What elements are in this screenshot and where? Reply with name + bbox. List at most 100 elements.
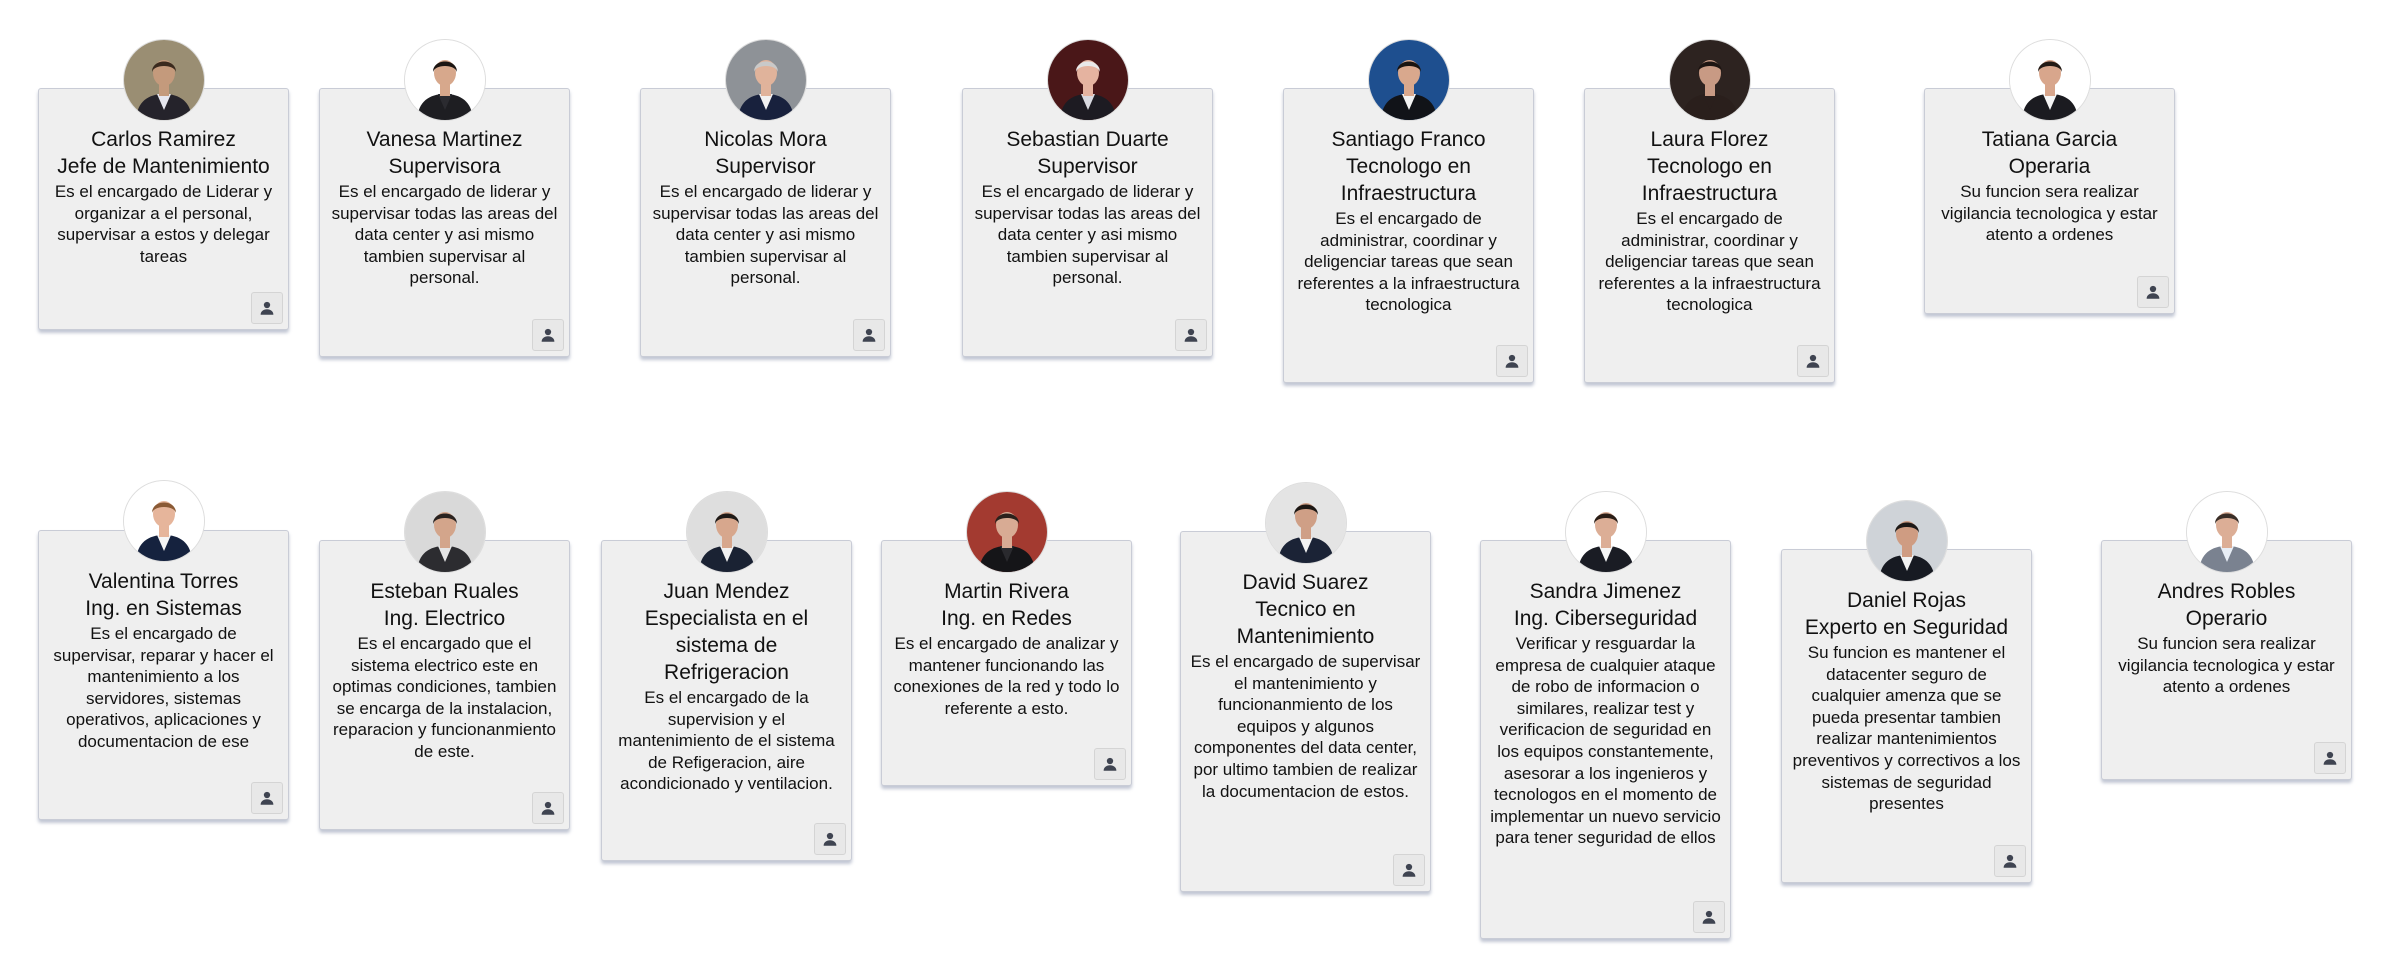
- employee-description: Es el encargado de la supervision y el m…: [618, 688, 835, 794]
- person-icon: [541, 328, 555, 342]
- person-icon: [1806, 354, 1820, 368]
- employee-name: Valentina Torres: [88, 570, 239, 593]
- person-button[interactable]: [2137, 276, 2169, 308]
- portrait-photo: [1369, 40, 1449, 120]
- portrait-photo: [124, 481, 204, 561]
- employee-role: Experto en Seguridad: [1804, 616, 2009, 639]
- portrait-photo: [967, 492, 1047, 572]
- person-button[interactable]: [1693, 901, 1725, 933]
- card-andres-robles[interactable]: Andres Robles Operario Su funcion sera r…: [2101, 540, 2352, 780]
- avatar-juan-mendez: [687, 492, 767, 572]
- employee-description: Su funcion sera realizar vigilancia tecn…: [2118, 634, 2335, 697]
- avatar-daniel-rojas: [1867, 501, 1947, 581]
- person-button[interactable]: [1094, 748, 1126, 780]
- employee-name: Nicolas Mora: [704, 128, 827, 151]
- employee-name: Carlos Ramirez: [91, 128, 236, 151]
- portrait-photo: [2010, 40, 2090, 120]
- employee-description: Es el encargado de liderar y supervisar …: [331, 182, 558, 288]
- employee-name: Tatiana Garcia: [1981, 128, 2118, 151]
- person-button[interactable]: [814, 823, 846, 855]
- employee-name: Sandra Jimenez: [1529, 580, 1682, 603]
- employee-description: Es el encargado de liderar y supervisar …: [974, 182, 1201, 288]
- employee-description: Es el encargado que el sistema electrico…: [332, 634, 557, 761]
- employee-role: Jefe de Mantenimiento: [57, 155, 270, 178]
- employee-role: Operaria: [2008, 155, 2091, 178]
- person-button[interactable]: [532, 319, 564, 351]
- avatar-nicolas-mora: [726, 40, 806, 120]
- card-esteban-ruales[interactable]: Esteban Ruales Ing. Electrico Es el enca…: [319, 540, 570, 830]
- employee-role: Ing. Electrico: [383, 607, 506, 630]
- employee-role: Supervisora: [388, 155, 501, 178]
- avatar-sandra-jimenez: [1566, 492, 1646, 572]
- employee-description: Es el encargado de administrar, coordina…: [1297, 209, 1520, 315]
- card-sebastian-duarte[interactable]: Sebastian Duarte Supervisor Es el encarg…: [962, 88, 1213, 357]
- employee-name: David Suarez: [1242, 571, 1369, 594]
- person-icon: [260, 791, 274, 805]
- card-nicolas-mora[interactable]: Nicolas Mora Supervisor Es el encargado …: [640, 88, 891, 357]
- portrait-photo: [1266, 483, 1346, 563]
- person-icon: [1702, 910, 1716, 924]
- employee-name: Sebastian Duarte: [1006, 128, 1169, 151]
- person-button[interactable]: [251, 292, 283, 324]
- employee-role: Supervisor: [715, 155, 816, 178]
- avatar-david-suarez: [1266, 483, 1346, 563]
- person-button[interactable]: [2314, 742, 2346, 774]
- card-tatiana-garcia[interactable]: Tatiana Garcia Operaria Su funcion sera …: [1924, 88, 2175, 314]
- person-icon: [1505, 354, 1519, 368]
- employee-description: Es el encargado de supervisar el manteni…: [1190, 652, 1421, 801]
- card-valentina-torres[interactable]: Valentina Torres Ing. en Sistemas Es el …: [38, 530, 289, 820]
- employee-role: Tecnologo en Infraestructura: [1340, 155, 1477, 205]
- person-button[interactable]: [1797, 345, 1829, 377]
- avatar-esteban-ruales: [405, 492, 485, 572]
- avatar-valentina-torres: [124, 481, 204, 561]
- employee-description: Es el encargado de administrar, coordina…: [1598, 209, 1821, 315]
- card-daniel-rojas[interactable]: Daniel Rojas Experto en Seguridad Su fun…: [1781, 549, 2032, 883]
- employee-name: Esteban Ruales: [370, 580, 519, 603]
- person-icon: [862, 328, 876, 342]
- employee-name: Martin Rivera: [944, 580, 1069, 603]
- employee-description: Verificar y resguardar la empresa de cua…: [1490, 634, 1721, 848]
- employee-role: Ing. en Redes: [941, 607, 1072, 630]
- person-icon: [2003, 854, 2017, 868]
- employee-role: Operario: [2185, 607, 2268, 630]
- person-button[interactable]: [853, 319, 885, 351]
- employee-description: Su funcion es mantener el datacenter seg…: [1792, 643, 2021, 814]
- employee-name: Santiago Franco: [1331, 128, 1486, 151]
- portrait-photo: [405, 40, 485, 120]
- person-icon: [1103, 757, 1117, 771]
- avatar-andres-robles: [2187, 492, 2267, 572]
- person-button[interactable]: [251, 782, 283, 814]
- portrait-photo: [726, 40, 806, 120]
- person-icon: [2146, 285, 2160, 299]
- person-button[interactable]: [1175, 319, 1207, 351]
- card-carlos-ramirez[interactable]: Carlos Ramirez Jefe de Mantenimiento Es …: [38, 88, 289, 330]
- avatar-martin-rivera: [967, 492, 1047, 572]
- portrait-photo: [1566, 492, 1646, 572]
- card-david-suarez[interactable]: David Suarez Tecnico en Mantenimiento Es…: [1180, 531, 1431, 892]
- person-button[interactable]: [1496, 345, 1528, 377]
- portrait-photo: [405, 492, 485, 572]
- portrait-photo: [1670, 40, 1750, 120]
- employee-role: Ing. Ciberseguridad: [1513, 607, 1698, 630]
- card-vanesa-martinez[interactable]: Vanesa Martinez Supervisora Es el encarg…: [319, 88, 570, 357]
- employee-role: Supervisor: [1037, 155, 1138, 178]
- person-icon: [260, 301, 274, 315]
- person-button[interactable]: [532, 792, 564, 824]
- person-button[interactable]: [1393, 854, 1425, 886]
- employee-name: Laura Florez: [1650, 128, 1769, 151]
- card-santiago-franco[interactable]: Santiago Franco Tecnologo en Infraestruc…: [1283, 88, 1534, 383]
- portrait-photo: [2187, 492, 2267, 572]
- avatar-laura-florez: [1670, 40, 1750, 120]
- avatar-tatiana-garcia: [2010, 40, 2090, 120]
- employee-description: Es el encargado de supervisar, reparar y…: [53, 624, 274, 751]
- card-sandra-jimenez[interactable]: Sandra Jimenez Ing. Ciberseguridad Verif…: [1480, 540, 1731, 939]
- employee-description: Es el encargado de Liderar y organizar a…: [54, 182, 273, 266]
- person-button[interactable]: [1994, 845, 2026, 877]
- card-laura-florez[interactable]: Laura Florez Tecnologo en Infraestructur…: [1584, 88, 1835, 383]
- employee-role: Especialista en el sistema de Refrigerac…: [644, 607, 809, 684]
- portrait-photo: [687, 492, 767, 572]
- employee-description: Es el encargado de liderar y supervisar …: [652, 182, 879, 288]
- card-juan-mendez[interactable]: Juan Mendez Especialista en el sistema d…: [601, 540, 852, 861]
- employee-name: Andres Robles: [2157, 580, 2296, 603]
- card-martin-rivera[interactable]: Martin Rivera Ing. en Redes Es el encarg…: [881, 540, 1132, 786]
